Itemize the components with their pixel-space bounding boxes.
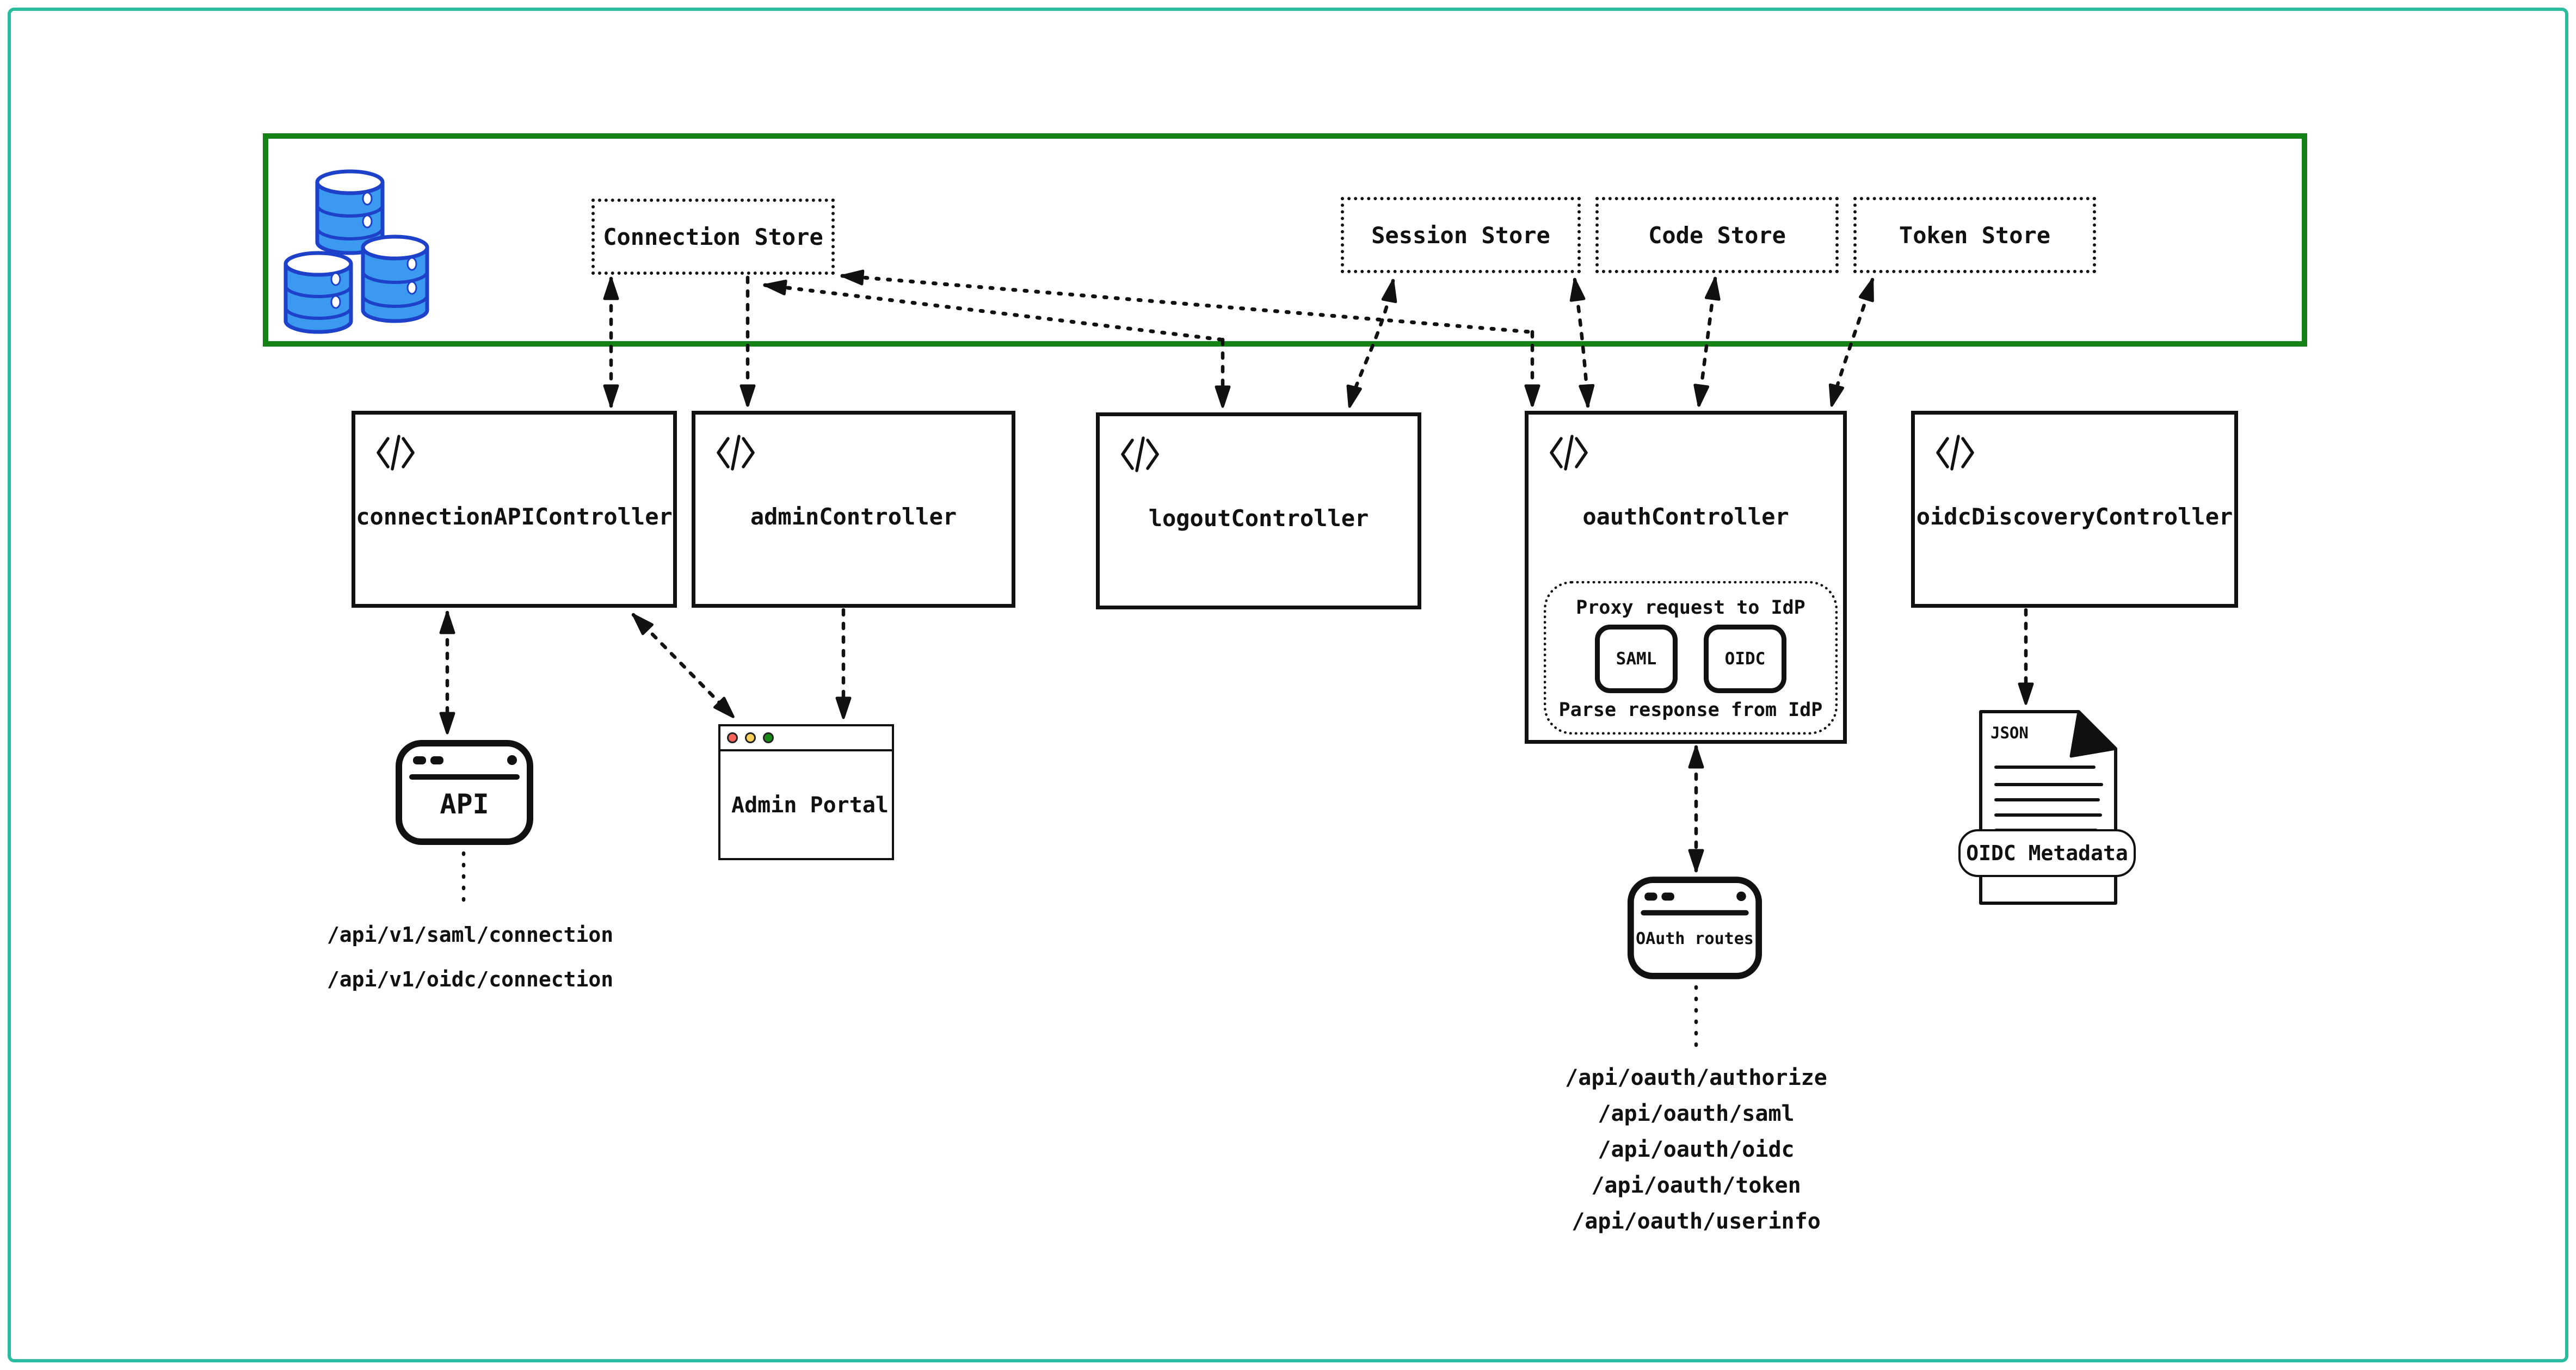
oidc-discovery-controller-label: oidcDiscoveryController: [1916, 503, 2233, 530]
admin-controller-label: adminController: [750, 503, 957, 530]
browser-window-icon: [396, 740, 533, 845]
maximize-dot-icon: [763, 732, 774, 743]
connection-api-controller-label: connectionAPIController: [356, 503, 673, 530]
json-doc-label: JSON: [1990, 724, 2029, 742]
code-icon: [717, 435, 755, 471]
minimize-dot-icon: [745, 732, 756, 743]
api-endpoint-list: /api/v1/saml/connection /api/v1/oidc/con…: [307, 912, 633, 1002]
code-store-label: Code Store: [1648, 221, 1786, 249]
browser-window-icon: [1627, 877, 1762, 979]
protocol-row: SAML OIDC: [1595, 625, 1786, 693]
api-endpoint: /api/v1/saml/connection: [326, 923, 614, 947]
token-store-box: Token Store: [1853, 197, 2096, 273]
oidc-protocol-box: OIDC: [1704, 625, 1786, 693]
close-dot-icon: [727, 732, 738, 743]
database-icon: [284, 169, 429, 334]
oauth-endpoint-list: /api/oauth/authorize /api/oauth/saml /ap…: [1533, 1060, 1859, 1239]
parse-response-label: Parse response from IdP: [1558, 699, 1823, 721]
logout-controller-box: logoutController: [1096, 412, 1421, 609]
proxy-request-label: Proxy request to IdP: [1576, 597, 1805, 619]
saml-label: SAML: [1616, 649, 1657, 669]
idp-proxy-group: Proxy request to IdP SAML OIDC Parse res…: [1544, 581, 1838, 735]
admin-controller-box: adminController: [692, 411, 1015, 608]
session-store-label: Session Store: [1371, 221, 1550, 249]
api-label: API: [440, 788, 489, 820]
saml-protocol-box: SAML: [1595, 625, 1678, 693]
connection-store-box: Connection Store: [591, 199, 835, 275]
session-store-box: Session Store: [1341, 197, 1581, 273]
code-icon: [1550, 435, 1588, 471]
oauth-endpoint: /api/oauth/saml: [1598, 1101, 1795, 1126]
admin-portal-label: Admin Portal: [731, 793, 889, 818]
connection-api-controller-box: connectionAPIController: [352, 411, 677, 608]
token-store-label: Token Store: [1899, 221, 2051, 249]
code-icon: [377, 435, 415, 471]
api-endpoint: /api/v1/oidc/connection: [326, 967, 614, 991]
oauth-controller-label: oauthController: [1582, 503, 1789, 530]
api-client-icon: API: [395, 739, 534, 846]
oauth-routes-icon: OAuth routes: [1626, 875, 1763, 980]
oidc-metadata-label: OIDC Metadata: [1966, 841, 2128, 865]
oauth-endpoint: /api/oauth/oidc: [1598, 1137, 1795, 1162]
oauth-routes-label: OAuth routes: [1636, 929, 1754, 948]
oidc-discovery-controller-box: oidcDiscoveryController: [1911, 411, 2238, 608]
oauth-controller-box: oauthController Proxy request to IdP SAM…: [1525, 411, 1847, 744]
oidc-metadata-banner: OIDC Metadata: [1958, 829, 2136, 877]
code-icon: [1121, 436, 1159, 472]
arrow-connapi-adminportal: [631, 613, 736, 719]
oauth-endpoint: /api/oauth/authorize: [1565, 1065, 1827, 1090]
logout-controller-label: logoutController: [1148, 505, 1369, 532]
code-icon: [1936, 435, 1974, 471]
connection-store-label: Connection Store: [603, 223, 823, 250]
oidc-label: OIDC: [1724, 649, 1766, 669]
code-store-box: Code Store: [1595, 197, 1839, 273]
admin-portal-window: Admin Portal: [718, 724, 894, 860]
window-titlebar: [720, 726, 892, 751]
oauth-endpoint: /api/oauth/userinfo: [1572, 1209, 1821, 1234]
oauth-endpoint: /api/oauth/token: [1591, 1173, 1801, 1198]
